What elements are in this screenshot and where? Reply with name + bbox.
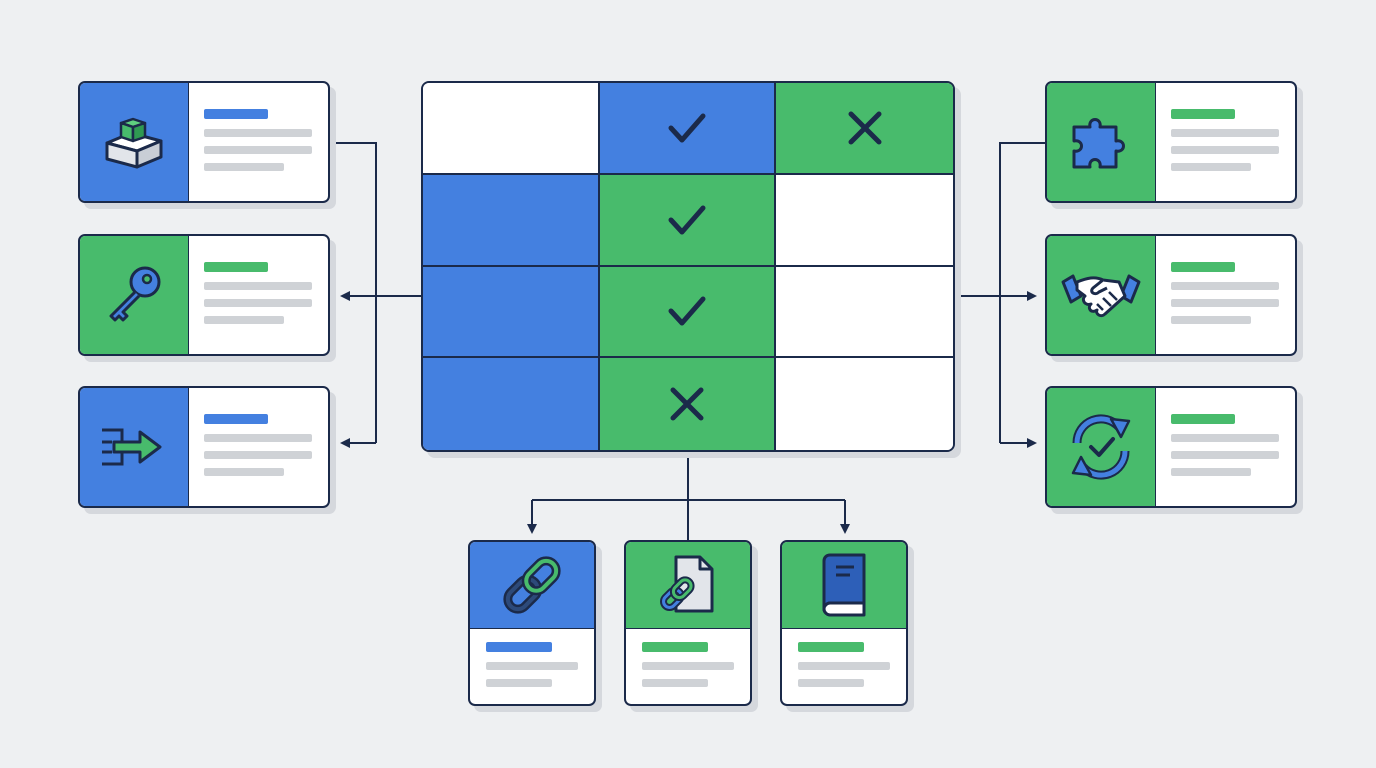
book-icon	[822, 553, 866, 617]
card-text-placeholder	[204, 262, 312, 333]
card-icon-panel	[1047, 388, 1156, 506]
puzzle-piece-icon	[1072, 118, 1125, 169]
card-icon-panel	[80, 236, 189, 354]
card-icon-panel	[782, 542, 906, 629]
card-icon-panel	[80, 388, 189, 506]
card-icon-panel	[1047, 236, 1156, 354]
card-icon-panel	[626, 542, 750, 629]
import-arrow-icon	[102, 428, 162, 466]
left-card-package	[78, 81, 330, 203]
matrix-cell-r3-c0	[423, 358, 600, 450]
card-text-placeholder	[1171, 109, 1279, 180]
sync-check-icon	[1071, 414, 1131, 480]
card-text-placeholder	[486, 642, 578, 696]
card-text-placeholder	[1171, 262, 1279, 333]
linked-document-icon	[660, 555, 714, 613]
matrix-cell-r3-c2	[776, 358, 953, 450]
card-text-placeholder	[204, 109, 312, 180]
card-icon-panel	[1047, 83, 1156, 201]
matrix-cell-r1-c2	[776, 174, 953, 267]
card-icon-panel	[470, 542, 594, 629]
matrix-cell-r3-c1	[599, 358, 777, 450]
matrix-cell-r2-c1	[599, 266, 777, 359]
comparison-matrix	[421, 81, 955, 452]
card-text-placeholder	[798, 642, 890, 696]
matrix-cell-r2-c2	[776, 266, 953, 359]
card-text-placeholder	[1171, 414, 1279, 485]
right-card-sync	[1045, 386, 1297, 508]
bottom-card-book	[780, 540, 908, 706]
key-icon	[109, 266, 161, 322]
card-text-placeholder	[204, 414, 312, 485]
matrix-cell-r2-c0	[423, 266, 600, 359]
left-card-key	[78, 234, 330, 356]
bottom-card-link	[468, 540, 596, 706]
checkmark-icon	[668, 296, 706, 326]
card-text-placeholder	[642, 642, 734, 696]
connector-left-trunk	[332, 142, 377, 443]
checkmark-icon	[668, 113, 706, 143]
package-box-icon	[105, 117, 163, 169]
matrix-cell-r1-c1	[599, 174, 777, 267]
left-card-import	[78, 386, 330, 508]
right-card-puzzle	[1045, 81, 1297, 203]
connector-right-trunk	[999, 142, 1045, 443]
matrix-cell-r0-c1	[599, 83, 777, 175]
handshake-icon	[1061, 274, 1141, 318]
bottom-card-linked-document	[624, 540, 752, 706]
checkmark-icon	[668, 205, 706, 235]
cross-icon	[848, 111, 882, 145]
matrix-cell-r0-c0	[423, 83, 600, 175]
right-card-handshake	[1045, 234, 1297, 356]
chain-link-icon	[503, 556, 561, 614]
matrix-cell-r0-c2	[776, 83, 953, 175]
matrix-cell-r1-c0	[423, 174, 600, 267]
cross-icon	[670, 387, 704, 421]
card-icon-panel	[80, 83, 189, 201]
